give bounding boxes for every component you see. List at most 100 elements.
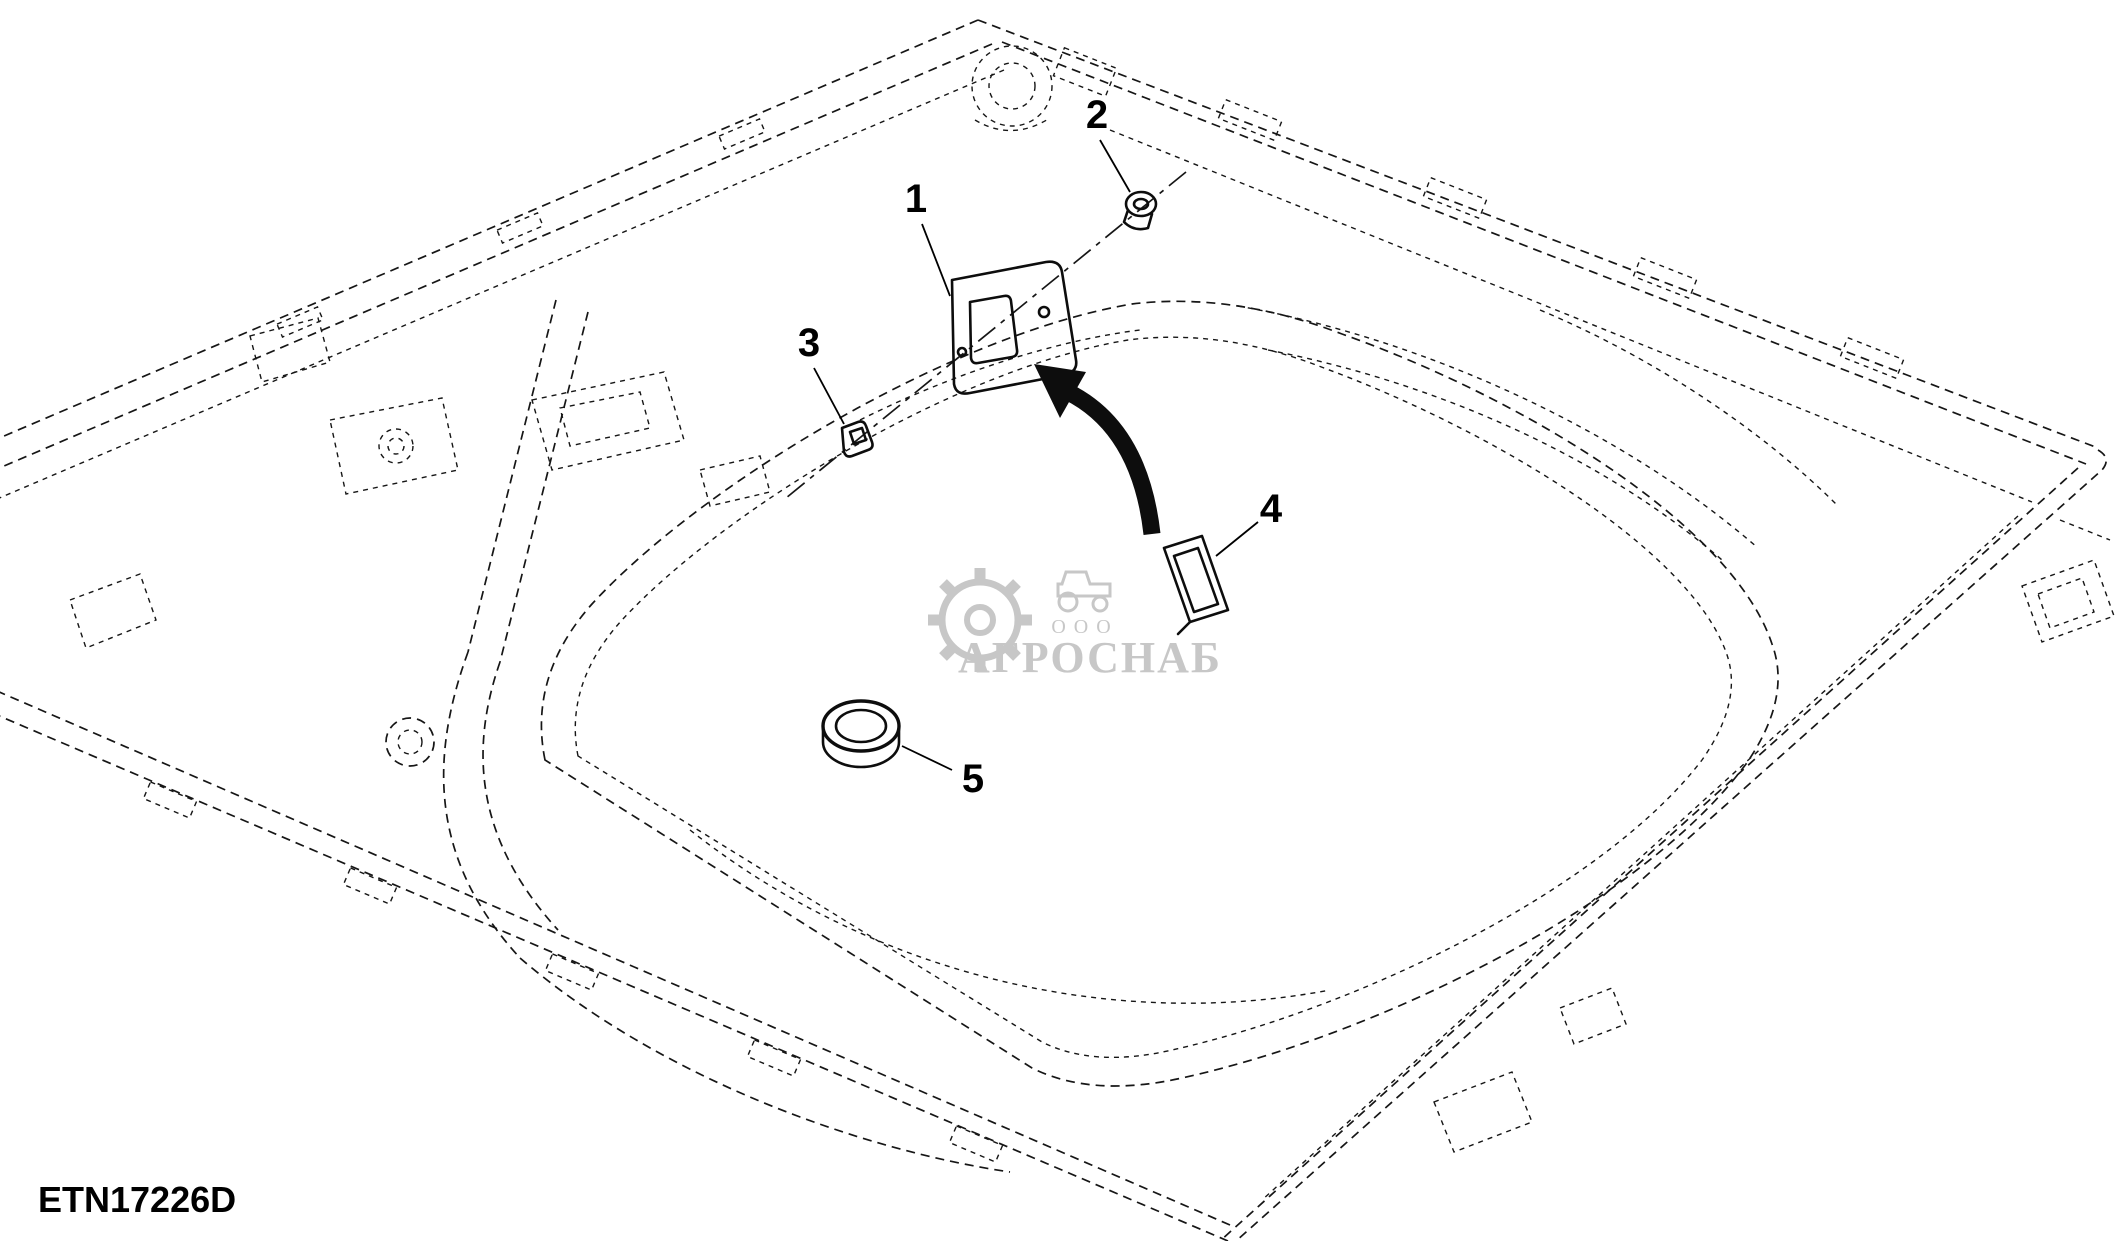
screw-head-inner	[1132, 197, 1150, 211]
hood-opening-outline	[540, 300, 1779, 1087]
detail-line	[1235, 449, 2107, 1241]
watermark-company-name: АГРОСНАБ	[958, 633, 1222, 682]
part-5-grommet	[821, 699, 901, 769]
bracket	[2037, 577, 2095, 629]
detail-line	[0, 19, 979, 439]
detail-line	[0, 43, 993, 469]
detail-line	[0, 715, 1229, 1241]
watermark: ООО АГРОСНАБ	[928, 568, 1222, 682]
plate-outline	[950, 260, 1078, 395]
arrow-head	[1034, 364, 1086, 418]
gear-icon	[928, 568, 1032, 672]
top-corner-cap-detail	[971, 45, 1053, 132]
callout-5-label: 5	[962, 757, 984, 801]
detail-circle	[387, 437, 405, 455]
slot	[342, 867, 398, 905]
hinge-block-inner	[559, 391, 651, 447]
grommet-inner	[834, 708, 888, 744]
bracket-foot	[1176, 620, 1192, 636]
bracket	[1433, 1071, 1533, 1153]
grommet-outer	[821, 699, 901, 753]
edge-slot-details	[142, 46, 1905, 1163]
detail-circle	[378, 428, 414, 464]
screw-head	[1124, 190, 1158, 218]
detail-circle	[971, 45, 1053, 127]
arrow-shaft	[1064, 384, 1161, 535]
bracket-outline	[1162, 534, 1230, 624]
gear-hub	[964, 604, 996, 636]
hinge-block	[531, 371, 685, 471]
detail-line	[0, 691, 1231, 1226]
detail-curve	[482, 661, 559, 931]
detail-line	[1261, 515, 2019, 1201]
part-2-screw	[1122, 190, 1158, 231]
callout-4-label: 4	[1260, 487, 1283, 531]
part-3-clip	[840, 420, 874, 458]
bracket	[699, 455, 771, 507]
callout-2-leader	[1099, 139, 1131, 193]
slot	[142, 781, 198, 819]
detail-line	[499, 311, 589, 663]
detail-line	[1109, 129, 2033, 503]
screw-body	[1122, 208, 1154, 231]
install-direction-arrow	[1034, 364, 1161, 535]
tractor-wheel	[1091, 595, 1109, 613]
hinge-block	[329, 397, 459, 495]
detail-line	[467, 299, 557, 653]
bottom-right-detail	[1433, 987, 1627, 1153]
plate-screw-hole	[1037, 305, 1051, 319]
detail-line	[0, 69, 1005, 499]
detail-curve	[689, 829, 1331, 1004]
slot	[496, 212, 544, 244]
grommet-rim	[821, 726, 901, 769]
part-4-bracket	[1162, 534, 1230, 636]
slot	[1052, 46, 1118, 98]
hood-panel-outline	[0, 19, 2107, 1241]
slot	[544, 953, 600, 991]
callout-1-label: 1	[905, 177, 927, 221]
interior-surface-curves	[689, 305, 1839, 1004]
slot	[276, 306, 324, 338]
watermark-prefix: ООО	[1051, 616, 1118, 638]
detail-curve	[1237, 305, 1759, 549]
tractor-wheel	[1057, 591, 1079, 613]
detail-line	[1001, 41, 2087, 465]
tractor-icon	[1056, 570, 1112, 613]
callout-3-label: 3	[798, 321, 820, 365]
bracket	[249, 317, 331, 383]
slot	[1839, 336, 1905, 380]
detail-circle	[385, 717, 435, 767]
slot	[1632, 256, 1698, 300]
tractor-body	[1056, 570, 1112, 598]
plate-pin-hole	[956, 346, 968, 358]
callouts: 1 2 3 4 5	[798, 93, 1283, 801]
detail-line	[977, 19, 2099, 449]
callout-5-leader	[901, 745, 953, 771]
slot	[1422, 176, 1488, 220]
slot	[746, 1039, 802, 1077]
bracket-inner	[1172, 546, 1220, 614]
bracket	[69, 573, 157, 649]
gear-teeth	[928, 568, 1032, 672]
detail-curve	[519, 957, 1011, 1173]
slot	[948, 1125, 1004, 1163]
detail-line	[974, 117, 1051, 132]
part-1-cover-plate	[950, 260, 1078, 395]
left-structure-detail	[69, 299, 1011, 1173]
plate-slot	[968, 294, 1019, 365]
opening-outer	[540, 300, 1779, 1087]
callout-4-leader	[1215, 521, 1259, 557]
slot	[718, 118, 766, 150]
bracket	[2021, 559, 2115, 643]
detail-circle	[988, 62, 1036, 110]
detail-curve	[1267, 349, 1723, 561]
detail-curve	[859, 329, 1141, 421]
callout-1-leader	[921, 223, 951, 297]
bracket	[1559, 987, 1627, 1045]
clip-notch	[848, 426, 868, 446]
detail-line	[2059, 519, 2111, 541]
drawing-id: ETN17226D	[38, 1179, 236, 1220]
right-corner-bracket-detail	[2021, 519, 2115, 643]
